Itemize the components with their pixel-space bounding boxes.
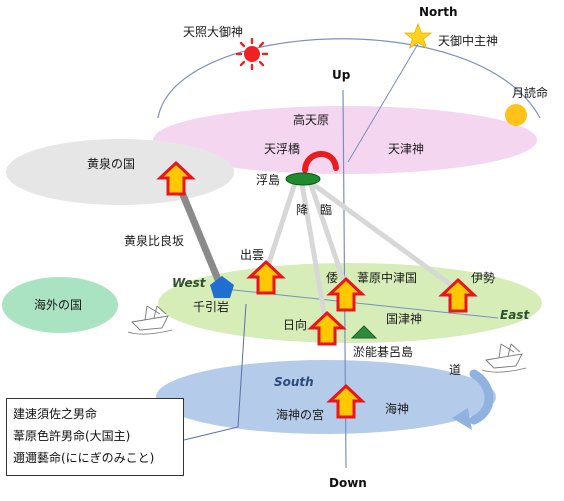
sea-region [156, 360, 496, 434]
label-south: South [274, 375, 314, 389]
label-chibikiiwa: 千引岩 [193, 299, 229, 314]
yomotsu-hirasaka-path [177, 186, 223, 286]
label-takamagahara: 高天原 [293, 112, 329, 127]
sun-icon [235, 37, 269, 71]
label-watatsumi-no-miya: 海神の宮 [276, 407, 324, 422]
heavenly-spear-icon [302, 151, 339, 173]
label-izumo: 出雲 [240, 248, 264, 262]
legend-ninigi: 邇邇藝命(ににぎのみこと) [13, 451, 155, 465]
ship-icon-east [481, 343, 527, 373]
deity-legend-box: 建速須佐之男命 葦原色許男命(大国主) 邇邇藝命(ににぎのみこと) [6, 398, 184, 476]
label-ise: 伊勢 [471, 270, 495, 285]
label-tsukuyomi: 月読命 [512, 85, 548, 100]
label-west: West [172, 276, 207, 290]
label-north: North [419, 5, 457, 19]
label-hyuga: 日向 [283, 317, 307, 332]
label-kaijin: 海神 [385, 401, 409, 416]
yomi-region [6, 139, 234, 205]
label-amenominakanushi: 天御中主神 [438, 33, 498, 48]
label-kunitsukami: 国津神 [386, 312, 422, 326]
heaven-dome-arc [157, 38, 541, 119]
ukishima-icon [285, 172, 321, 186]
label-yomi: 黄泉の国 [87, 157, 135, 171]
legend-susanoo: 建速須佐之男命 [13, 407, 98, 421]
sea-current-arrow-icon [452, 369, 494, 430]
descent-lines [263, 179, 461, 333]
label-kourin: 降 臨 [296, 203, 332, 217]
label-amaterasu: 天照大御神 [183, 24, 243, 39]
takamagahara-region [153, 106, 537, 174]
label-amenoukihashi: 天浮橋 [264, 142, 300, 156]
kaigai-region [2, 277, 118, 333]
legend-okuninushi: 葦原色許男命(大国主) [13, 429, 131, 443]
label-up: Up [332, 68, 351, 82]
label-down: Down [329, 476, 367, 490]
label-michi: 道 [449, 363, 461, 377]
onogoro-island-icon [350, 325, 378, 339]
label-onogoro: 淤能碁呂島 [353, 344, 413, 359]
label-east: East [500, 308, 530, 322]
ship-icon-west [127, 305, 173, 335]
chibikiiwa-icon [210, 276, 234, 298]
label-yomotsu-hirasaka: 黄泉比良坂 [124, 233, 184, 248]
label-ukishima: 浮島 [256, 172, 280, 187]
moon-icon [505, 104, 527, 126]
star-icon [403, 22, 433, 49]
legend-pointer [183, 303, 247, 441]
north-line [347, 43, 419, 163]
label-ashihara: 葦原中津国 [357, 270, 417, 285]
label-kaigai: 海外の国 [34, 297, 82, 312]
label-wa: 倭 [326, 271, 338, 285]
label-amatsukami: 天津神 [388, 142, 424, 156]
